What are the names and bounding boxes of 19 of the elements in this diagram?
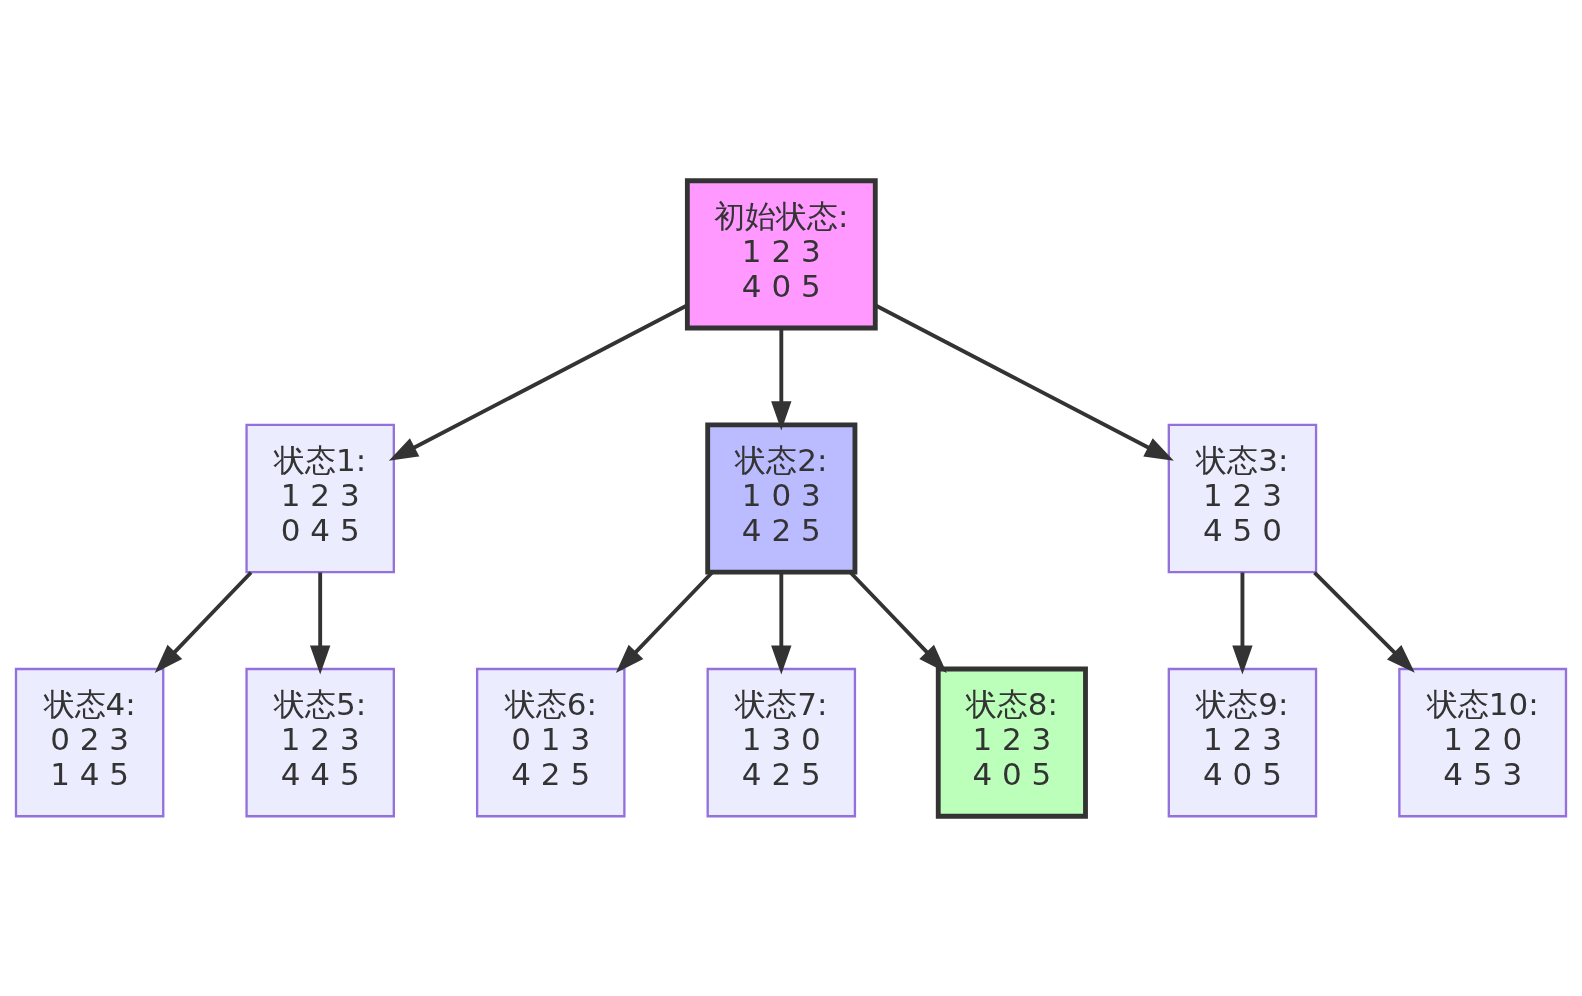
node-box: 状态4: 0 2 3 1 4 5 [14, 667, 165, 817]
node-box: 状态9: 1 2 3 4 0 5 [1167, 667, 1318, 817]
node-box: 状态8: 1 2 3 4 0 5 [935, 666, 1088, 819]
arrow [310, 572, 331, 675]
node-box: 状态1: 1 2 3 0 4 5 [245, 423, 395, 573]
arrow [388, 303, 688, 461]
node-box: 状态10: 1 2 0 4 5 3 [1398, 667, 1568, 817]
arrow [771, 327, 792, 430]
node-box: 初始状态: 1 2 3 4 0 5 [684, 177, 878, 330]
node-box: 状态6: 0 1 3 4 2 5 [475, 667, 626, 817]
node-box: 状态7: 1 3 0 4 2 5 [706, 667, 857, 817]
arrow [874, 303, 1174, 461]
arrow [1313, 570, 1415, 673]
arrow [154, 570, 253, 673]
node-box: 状态3: 1 2 3 4 5 0 [1167, 423, 1318, 573]
node-box: 状态5: 1 2 3 4 4 5 [245, 667, 395, 817]
node-box: 状态2: 1 0 3 4 2 5 [705, 421, 858, 575]
arrow [1232, 572, 1253, 675]
arrow [771, 572, 792, 675]
